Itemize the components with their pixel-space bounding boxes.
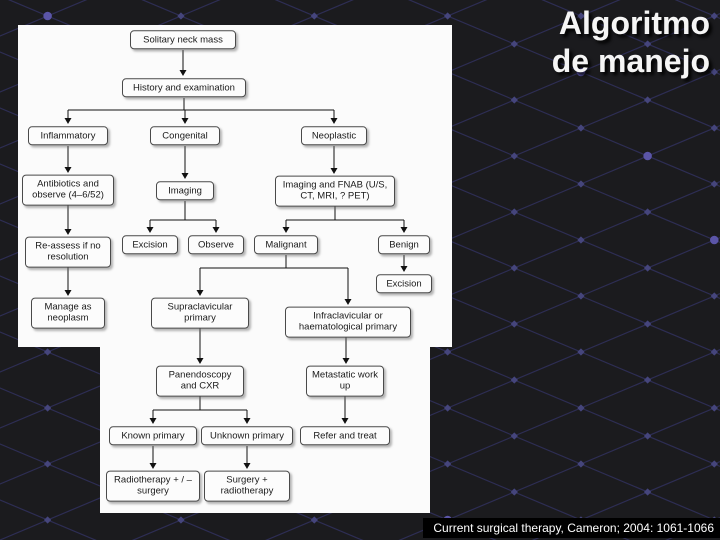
flow-node-imaging-and-fnab: Imaging and FNAB (U/S, CT, MRI, ? PET) [275, 175, 395, 207]
slide-title-line-1: Algoritmo [558, 5, 710, 41]
flow-node-radiotherapy-plus-minus-surgery: Radiotherapy + / – surgery [106, 470, 200, 502]
flow-node-surgery-plus-radiotherapy: Surgery + radiotherapy [204, 470, 290, 502]
flow-node-solitary-neck-mass: Solitary neck mass [130, 30, 236, 50]
flow-node-supraclavicular-primary: Supraclavicular primary [151, 297, 249, 329]
flow-node-known-primary: Known primary [109, 426, 197, 446]
flow-node-inflammatory: Inflammatory [28, 126, 108, 146]
flow-node-antibiotics-and-observe: Antibiotics and observe (4–6/52) [22, 174, 114, 206]
flow-node-imaging: Imaging [156, 181, 214, 201]
flow-node-unknown-primary: Unknown primary [201, 426, 293, 446]
flow-node-metastatic-work-up: Metastatic work up [306, 365, 384, 397]
flow-node-congenital: Congenital [150, 126, 220, 146]
flow-node-observe: Observe [188, 235, 244, 255]
flow-node-malignant: Malignant [254, 235, 318, 255]
flow-node-refer-and-treat: Refer and treat [300, 426, 390, 446]
flow-node-panendoscopy-and-cxr: Panendoscopy and CXR [156, 365, 244, 397]
flow-node-infraclavicular-or-haematological-primary: Infraclavicular or haematological primar… [285, 306, 411, 338]
flow-node-manage-as-neoplasm: Manage as neoplasm [31, 297, 105, 329]
flow-node-reassess-if-no-resolution: Re-assess if no resolution [25, 236, 111, 268]
citation: Current surgical therapy, Cameron; 2004:… [423, 518, 720, 538]
flow-node-excision-benign: Excision [376, 274, 432, 294]
flow-node-history-and-examination: History and examination [122, 78, 246, 98]
slide-title: Algoritmo de manejo [552, 4, 710, 81]
flow-node-excision-congenital: Excision [122, 235, 178, 255]
slide-title-line-2: de manejo [551, 43, 710, 80]
flow-node-neoplastic: Neoplastic [301, 126, 367, 146]
flow-node-benign: Benign [378, 235, 430, 255]
